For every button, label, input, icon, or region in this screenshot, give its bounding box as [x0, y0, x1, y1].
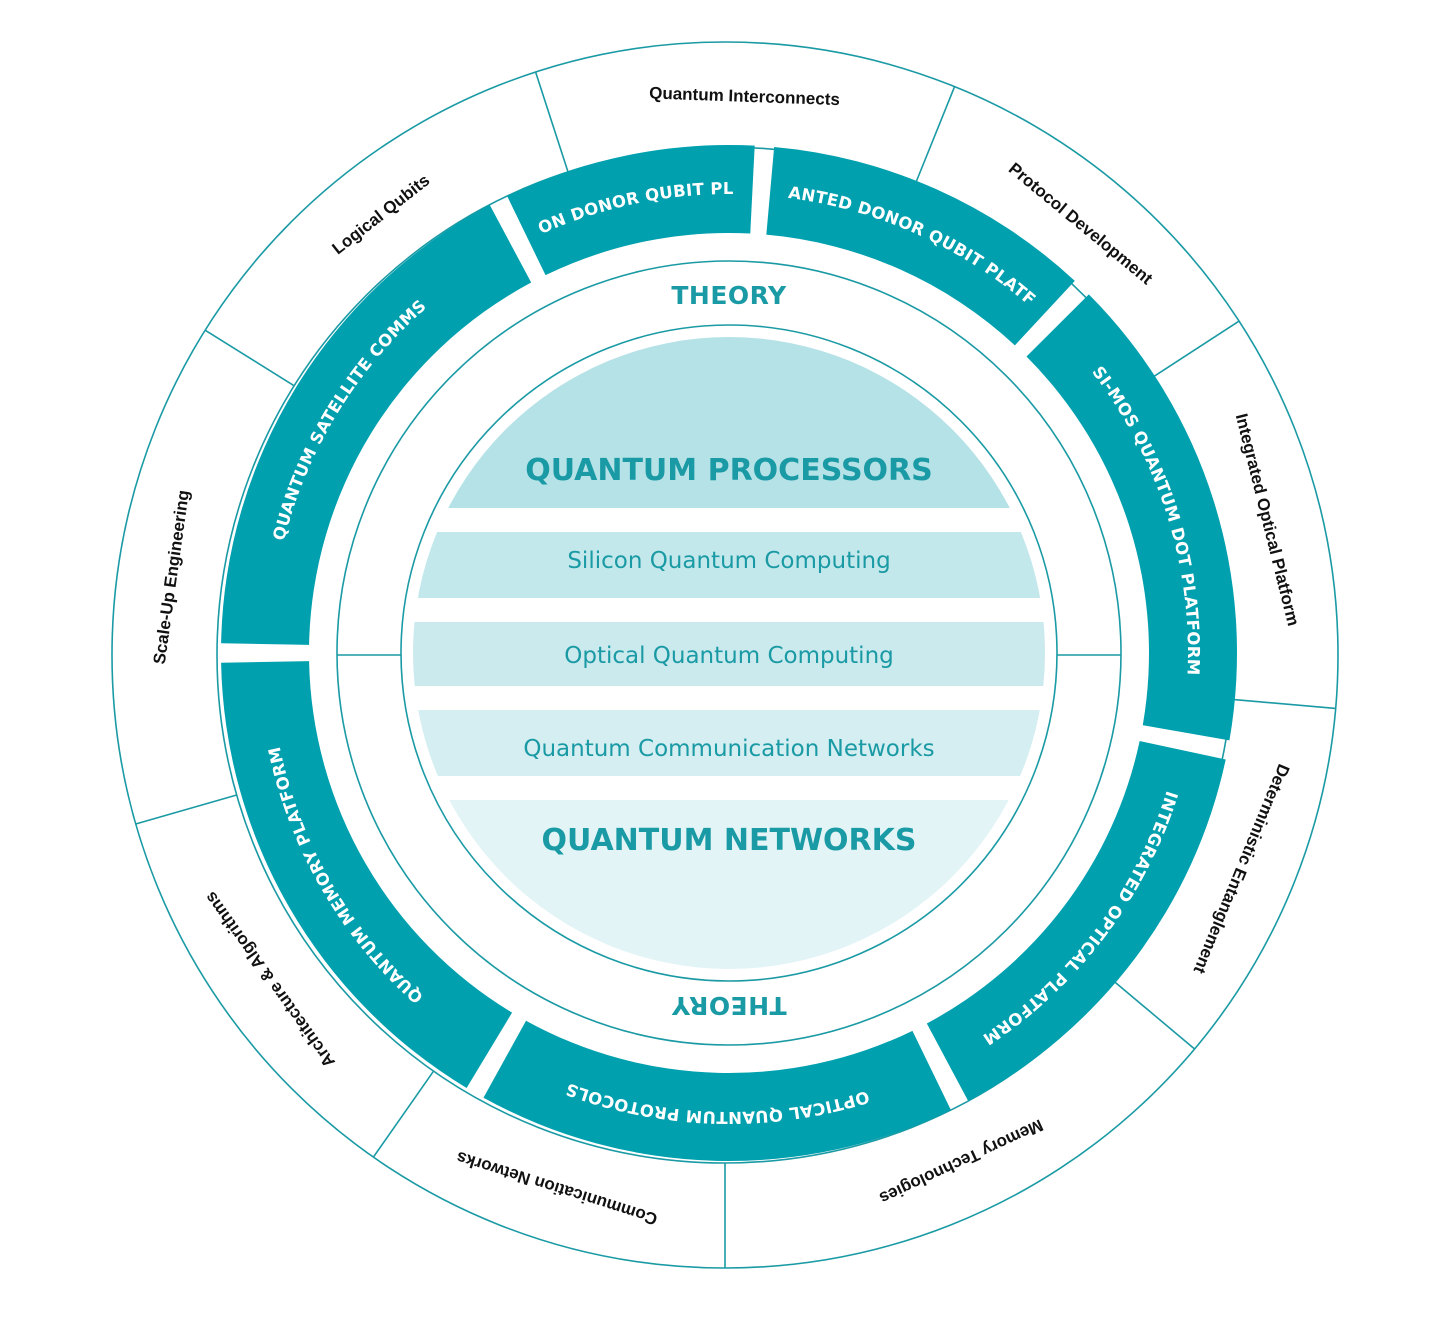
band-quantum-communication-networks [413, 710, 1045, 776]
band-optical-quantum-computing [413, 622, 1045, 686]
outer-divider [534, 71, 569, 173]
core-silicon-quantum-computing: Silicon Quantum Computing [567, 548, 890, 574]
platform-segment-quantum-satellite-comms [221, 204, 532, 645]
platform-segment-optical-quantum-protocols [483, 1020, 951, 1161]
platform-segment-implanted-donor-qubit-platform [766, 147, 1075, 346]
platform-label-precision-donor-qubit-platform: PRECISION DONOR QUBIT PLATFORM [0, 0, 734, 237]
outer-ring-dividers [135, 71, 1336, 1268]
platform-segment-si-mos-quantum-dot-platform [1026, 294, 1237, 741]
outer-divider [1150, 320, 1240, 379]
theory-label-bottom: THEORY [671, 991, 787, 1020]
outer-divider [204, 329, 295, 387]
core-optical-quantum-computing: Optical Quantum Computing [564, 643, 894, 669]
outer-divider [914, 86, 956, 185]
platform-segment-quantum-memory-platform [221, 661, 513, 1088]
outer-divider [1113, 980, 1196, 1050]
outer-divider [1231, 698, 1336, 710]
platform-segment-precision-donor-qubit-platform [507, 145, 755, 276]
outer-label-scale-up-engineering: Scale-Up Engineering [150, 489, 193, 666]
theory-label-top: THEORY [671, 281, 787, 310]
outer-divider [372, 1070, 435, 1158]
core-title-networks: QUANTUM NETWORKS [542, 823, 917, 858]
outer-label-integrated-optical-platform: Integrated Optical Platform [1232, 412, 1303, 628]
outer-label-quantum-interconnects: Quantum Interconnects [649, 83, 840, 109]
band-silicon-quantum-computing [413, 532, 1045, 598]
outer-label-logical-qubits: Logical Qubits [329, 171, 434, 259]
core-title-processors: QUANTUM PROCESSORS [525, 453, 933, 488]
outer-divider [135, 794, 237, 825]
outer-label-communication-networks: Communication Networks [454, 1148, 660, 1229]
theory-ring-edge [336, 260, 1122, 1046]
core-quantum-communication-networks: Quantum Communication Networks [523, 736, 934, 762]
platform-ring [221, 145, 1237, 1161]
platform-segment-integrated-optical-platform [926, 741, 1226, 1102]
